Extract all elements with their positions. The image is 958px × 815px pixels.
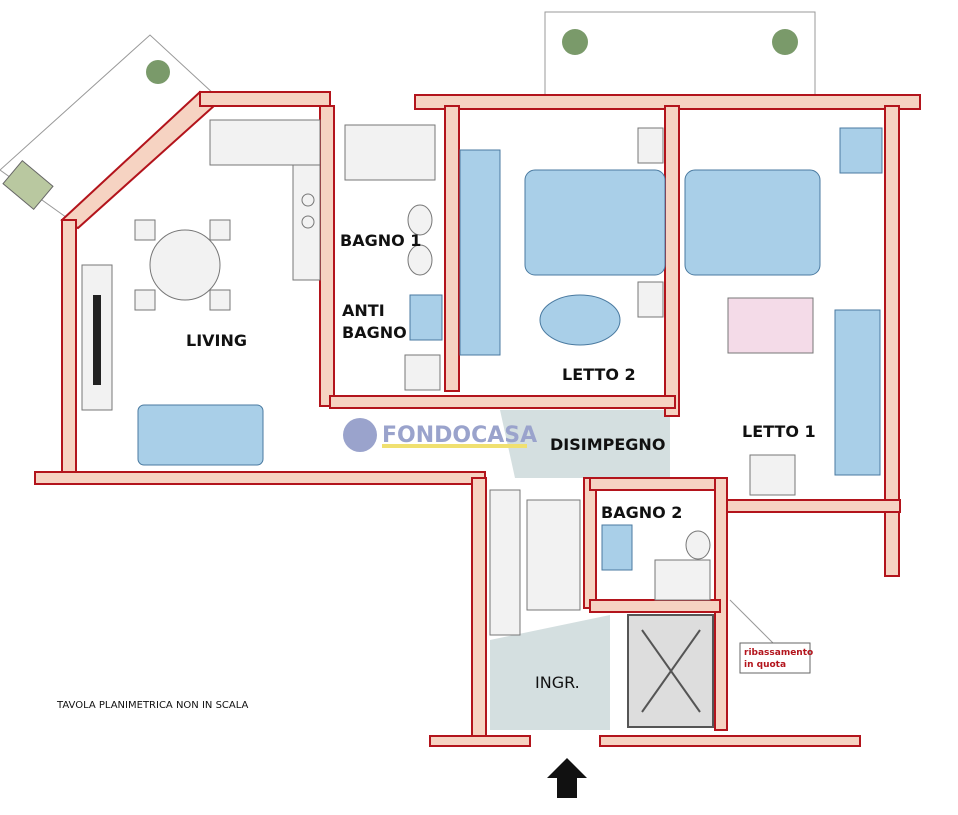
dining-table	[134, 219, 231, 311]
room-label-living: LIVING	[186, 331, 247, 350]
letto2-furniture	[459, 127, 666, 356]
room-label-ingresso: INGR.	[535, 673, 580, 692]
room-label-letto1: LETTO 1	[742, 422, 816, 441]
sofa	[137, 404, 264, 466]
lowered-ceiling-note-2: in quota	[744, 660, 786, 670]
bagno2-fixtures	[601, 524, 711, 601]
room-label-anti-2: BAGNO	[342, 323, 407, 342]
room-label-bagno1: BAGNO 1	[340, 231, 421, 250]
ingresso-floor	[490, 615, 610, 730]
room-label-letto2: LETTO 2	[562, 365, 636, 384]
stairwell	[627, 614, 714, 728]
plant-icon	[562, 29, 588, 55]
room-label-disimpegno: DISIMPEGNO	[550, 435, 665, 454]
scale-disclaimer: TAVOLA PLANIMETRICA NON IN SCALA	[56, 700, 249, 711]
lowered-ceiling-note-1: ribassamento	[744, 648, 813, 658]
bagno1-fixtures	[344, 124, 443, 391]
note-box	[739, 642, 811, 674]
terrace-left	[0, 34, 216, 221]
terrace-top	[544, 11, 816, 98]
letto1-furniture	[684, 127, 883, 496]
tv	[93, 295, 101, 385]
room-label-anti-1: ANTI	[342, 301, 385, 320]
watermark-text: FONDOCASA	[382, 423, 537, 448]
plant-icon	[772, 29, 798, 55]
watermark-logo	[343, 418, 527, 452]
ingresso-furniture	[489, 489, 581, 636]
kitchen	[209, 119, 321, 281]
walls	[34, 90, 921, 747]
disimpegno-floor	[500, 410, 670, 478]
room-label-bagno2: BAGNO 2	[601, 503, 682, 522]
entrance-arrow-icon	[547, 758, 587, 798]
plant-icon	[146, 60, 170, 84]
note-leader	[729, 599, 776, 646]
